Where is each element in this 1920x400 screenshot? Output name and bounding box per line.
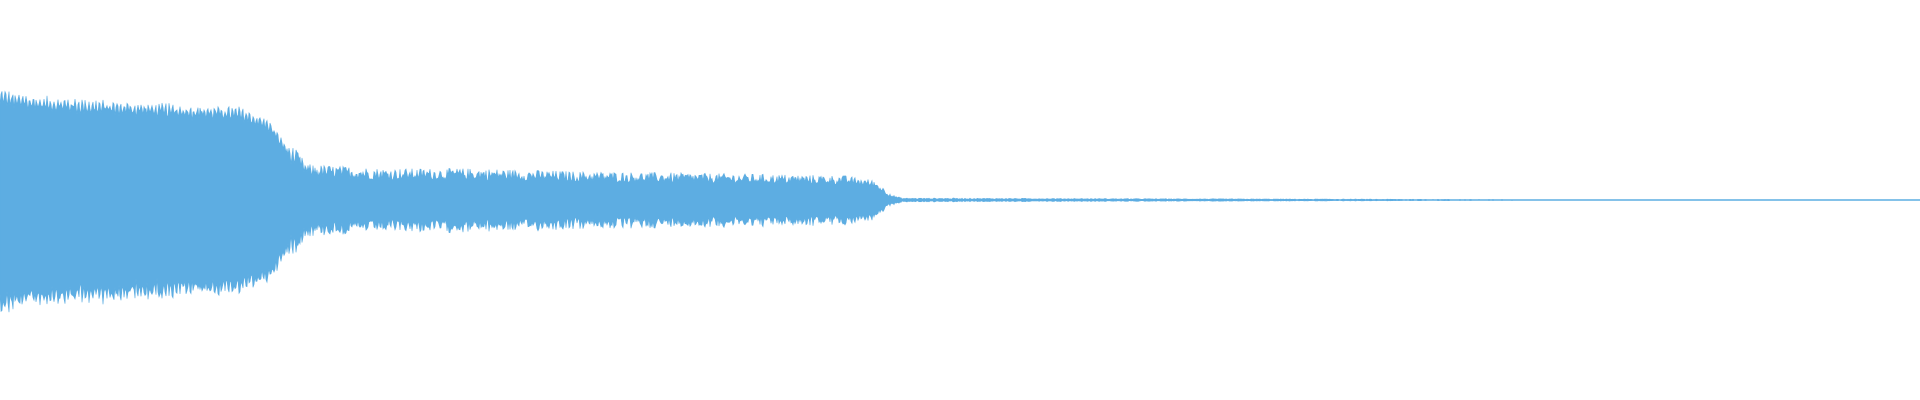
waveform-amplitude-path (0, 90, 1920, 313)
